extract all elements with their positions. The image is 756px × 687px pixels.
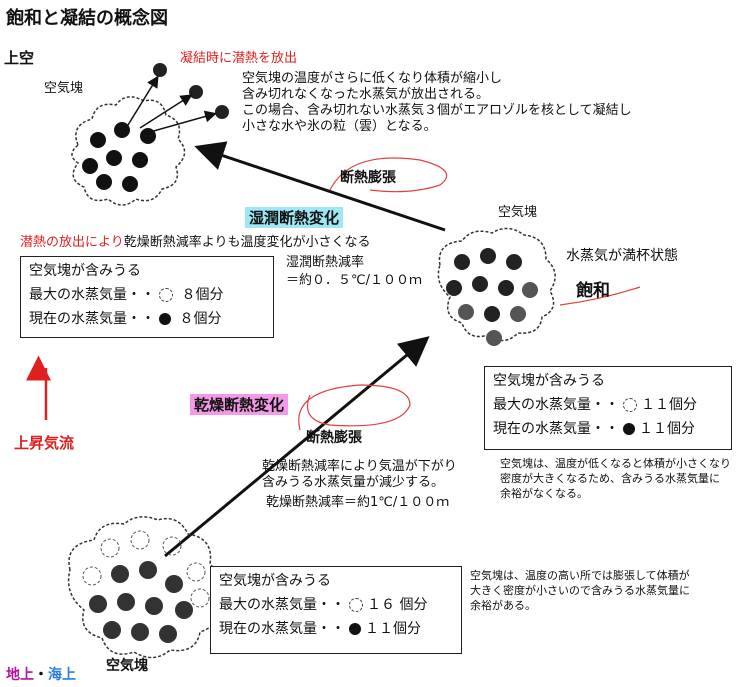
top-desc-line-2: 含み切れなくなった水蒸気が放出される。	[242, 87, 490, 102]
bottom-note-line-3: 余裕がある。	[470, 599, 536, 612]
bottom-note-line-2: 大きく密度が小さいので含みうる水蒸気量に	[470, 584, 690, 597]
latent-heat-note: 潜熱の放出により乾燥断熱減率よりも温度変化が小さくなる	[20, 234, 371, 251]
release-label: 凝結時に潜熱を放出	[180, 51, 298, 66]
right-note-line-3: 余裕がなくなる。	[500, 487, 588, 500]
middle-parcel-label: 空気塊	[498, 205, 538, 220]
altitude-label: 上空	[4, 49, 35, 67]
left-box-max-label: 最大の水蒸気量・・	[29, 287, 155, 303]
bottom-note-line-1: 空気塊は、温度の高い所では膨張して体積が	[470, 569, 690, 582]
bottom-box-max-label: 最大の水蒸気量・・	[219, 597, 345, 613]
ground-separator: ・	[34, 667, 48, 683]
dry-expansion-label: 断熱膨張	[306, 430, 362, 446]
right-capacity-box: 空気塊が含みうる 最大の水蒸気量・・ １１個分 現在の水蒸気量・・ １１個分	[484, 366, 732, 450]
bottom-parcel-particles	[82, 530, 210, 643]
dry-rise-arrow	[164, 336, 430, 558]
top-parcel-label: 空気塊	[44, 81, 84, 96]
right-box-cur-value: １１個分	[639, 421, 695, 437]
empty-vapor-icon	[159, 288, 173, 302]
page-title: 飽和と凝結の概念図	[6, 8, 168, 29]
latent-heat-red: 潜熱の放出により	[20, 235, 124, 250]
saturation-label: 飽和	[576, 281, 610, 301]
right-box-max-label: 最大の水蒸気量・・	[493, 397, 619, 413]
left-box-cur-row: 現在の水蒸気量・・ ８個分	[21, 307, 273, 331]
sea-label: 海上	[48, 667, 76, 683]
empty-vapor-icon	[623, 398, 637, 412]
right-note-line-2: 密度が大きくなるため、含みうる水蒸気量に	[500, 472, 720, 485]
left-box-cur-label: 現在の水蒸気量・・	[29, 311, 155, 327]
left-capacity-box: 空気塊が含みうる 最大の水蒸気量・・ ８個分 現在の水蒸気量・・ ８個分	[20, 256, 274, 338]
dry-rate: 乾燥断熱減率＝約1℃/１００ｍ	[266, 495, 450, 510]
bottom-box-title: 空気塊が含みうる	[219, 573, 331, 589]
right-box-max-row: 最大の水蒸気量・・ １１個分	[485, 393, 731, 417]
moist-rise-arrow	[194, 141, 446, 232]
moist-rate-value: ＝約０．５℃/１００ｍ	[286, 273, 422, 288]
right-box-cur-row: 現在の水蒸気量・・ １１個分	[485, 417, 731, 441]
filled-vapor-icon	[349, 623, 361, 635]
right-box-title: 空気塊が含みうる	[493, 373, 605, 389]
saturation-state: 水蒸気が満杯状態	[566, 248, 678, 264]
bottom-box-cur-value: １１個分	[365, 621, 421, 637]
land-label: 地上	[6, 667, 34, 683]
ground-label: 地上・海上	[6, 664, 76, 684]
red-swirl-mid	[298, 384, 411, 431]
top-desc-line-4: 小さな水や氷の粒（雲）となる。	[242, 119, 437, 134]
moist-rate-label: 湿潤断熱減率	[286, 255, 365, 270]
empty-vapor-icon	[349, 598, 363, 612]
top-parcel-particles	[82, 122, 156, 192]
middle-parcel-outline	[437, 227, 556, 342]
right-box-max-value: １１個分	[641, 397, 697, 413]
red-scribble-saturation	[559, 286, 641, 306]
release-arrows	[127, 75, 217, 133]
updraft-label: 上昇気流	[14, 434, 75, 452]
bottom-box-max-value: １６ 個分	[367, 597, 428, 613]
right-note-line-1: 空気塊は、温度が低くなると体積が小さくなり	[500, 457, 731, 470]
bottom-box-cur-row: 現在の水蒸気量・・ １１個分	[211, 617, 461, 641]
bottom-box-max-row: 最大の水蒸気量・・ １６ 個分	[211, 593, 461, 617]
filled-vapor-icon	[623, 423, 635, 435]
red-swirl-top	[329, 157, 448, 193]
left-box-max-row: 最大の水蒸気量・・ ８個分	[21, 283, 273, 307]
bottom-parcel-outline	[67, 516, 221, 659]
top-desc-line-1: 空気塊の温度がさらに低くなり体積が縮小し	[242, 71, 503, 86]
top-desc-line-3: この場合、含み切れない水蒸気３個がエアロゾルを核として凝結し	[242, 103, 632, 118]
top-parcel-outline	[71, 96, 186, 206]
bottom-box-cur-label: 現在の水蒸気量・・	[219, 621, 345, 637]
dry-desc-line-1: 乾燥断熱減率により気温が下がり	[262, 459, 457, 474]
left-box-max-value: ８個分	[181, 287, 224, 303]
dry-desc-line-2: 含みうる水蒸気量が減少する。	[262, 475, 445, 490]
left-box-cur-value: ８個分	[179, 311, 222, 327]
bottom-capacity-box: 空気塊が含みうる 最大の水蒸気量・・ １６ 個分 現在の水蒸気量・・ １１個分	[210, 566, 462, 654]
left-box-title: 空気塊が含みうる	[29, 263, 141, 279]
moist-heading: 湿潤断熱変化	[245, 207, 344, 228]
latent-heat-rest: 乾燥断熱減率よりも温度変化が小さくなる	[123, 235, 371, 250]
moist-expansion-label: 断熱膨張	[340, 170, 396, 186]
bottom-parcel-label: 空気塊	[106, 658, 148, 674]
middle-parcel-particles	[446, 248, 538, 346]
dry-heading: 乾燥断熱変化	[190, 394, 289, 415]
right-box-cur-label: 現在の水蒸気量・・	[493, 421, 619, 437]
filled-vapor-icon	[159, 313, 171, 325]
